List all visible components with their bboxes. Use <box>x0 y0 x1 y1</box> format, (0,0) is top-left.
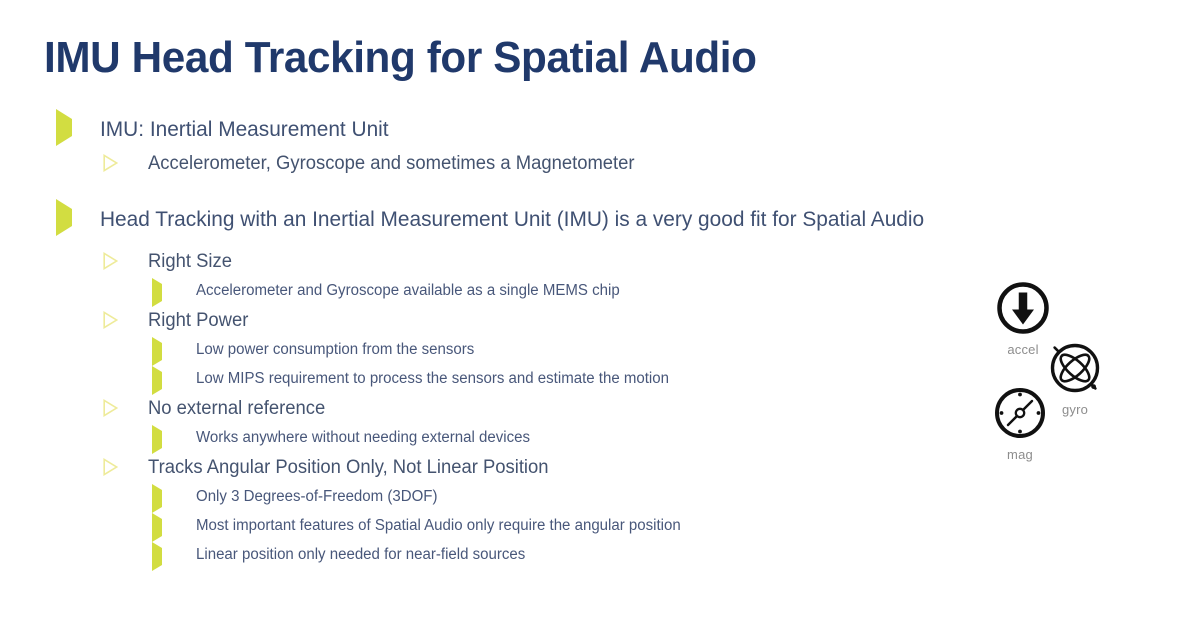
bullet-level-2: Right Power <box>0 306 980 336</box>
bullet-text: Low power consumption from the sensors <box>196 341 475 358</box>
bullet-level-1: Head Tracking with an Inertial Measureme… <box>0 199 980 237</box>
bullet-marker-hollow-icon <box>103 251 119 275</box>
bullet-marker-hollow-icon <box>103 153 119 177</box>
bullet-text: Head Tracking with an Inertial Measureme… <box>100 207 925 231</box>
bullet-marker-hollow-icon <box>103 398 119 422</box>
bullet-text: Accelerometer, Gyroscope and sometimes a… <box>148 153 635 174</box>
bullet-text: No external reference <box>148 398 326 419</box>
bullet-marker-small-icon <box>152 542 162 571</box>
bullet-level-3: Linear position only needed for near-fie… <box>0 541 980 571</box>
bullet-level-3: Accelerometer and Gyroscope available as… <box>0 277 980 307</box>
sensor-label: mag <box>1007 447 1033 462</box>
accelerometer-down-arrow-icon <box>992 280 1054 341</box>
sensor-gyro: gyro <box>1043 340 1107 417</box>
bullet-text: Works anywhere without needing external … <box>196 429 531 446</box>
bullet-text: Linear position only needed for near-fie… <box>196 546 526 563</box>
spacer <box>0 239 980 247</box>
bullet-text: Right Size <box>148 251 233 272</box>
bullet-marker-solid-icon <box>56 109 72 146</box>
spacer <box>0 179 980 203</box>
bullet-text: Low MIPS requirement to process the sens… <box>196 370 670 387</box>
sensor-accel: accel <box>992 280 1054 357</box>
sensor-label: accel <box>1007 342 1039 357</box>
bullet-level-3: Works anywhere without needing external … <box>0 424 980 454</box>
bullet-list: IMU: Inertial Measurement Unit Accelerom… <box>0 109 980 571</box>
sensor-label: gyro <box>1061 402 1089 417</box>
bullet-marker-small-icon <box>152 513 162 542</box>
bullet-marker-solid-icon <box>56 199 72 236</box>
bullet-level-3: Low MIPS requirement to process the sens… <box>0 365 980 395</box>
bullet-marker-hollow-icon <box>103 310 119 334</box>
bullet-marker-small-icon <box>152 278 162 307</box>
bullet-text: Right Power <box>148 310 249 331</box>
bullet-marker-small-icon <box>152 337 162 366</box>
bullet-level-3: Only 3 Degrees-of-Freedom (3DOF) <box>0 483 980 513</box>
bullet-level-1: IMU: Inertial Measurement Unit <box>0 109 980 147</box>
bullet-level-2: Accelerometer, Gyroscope and sometimes a… <box>0 149 980 179</box>
bullet-text: IMU: Inertial Measurement Unit <box>100 117 389 141</box>
bullet-text: Most important features of Spatial Audio… <box>196 517 681 534</box>
bullet-marker-small-icon <box>152 366 162 395</box>
bullet-marker-small-icon <box>152 484 162 513</box>
bullet-level-2: Tracks Angular Position Only, Not Linear… <box>0 453 980 483</box>
bullet-text: Accelerometer and Gyroscope available as… <box>196 282 620 299</box>
bullet-level-3: Most important features of Spatial Audio… <box>0 512 980 542</box>
bullet-text: Tracks Angular Position Only, Not Linear… <box>148 457 549 478</box>
sensor-mag: mag <box>988 385 1052 462</box>
bullet-level-3: Low power consumption from the sensors <box>0 336 980 366</box>
gyroscope-icon <box>1043 340 1107 401</box>
slide-title: IMU Head Tracking for Spatial Audio <box>44 33 757 82</box>
bullet-level-2: No external reference <box>0 394 980 424</box>
bullet-marker-hollow-icon <box>103 457 119 481</box>
bullet-marker-small-icon <box>152 425 162 454</box>
bullet-text: Only 3 Degrees-of-Freedom (3DOF) <box>196 488 438 505</box>
bullet-level-2: Right Size <box>0 247 980 277</box>
magnetometer-compass-icon <box>988 385 1052 446</box>
sensor-icon-cluster: accel gyro <box>975 272 1125 467</box>
